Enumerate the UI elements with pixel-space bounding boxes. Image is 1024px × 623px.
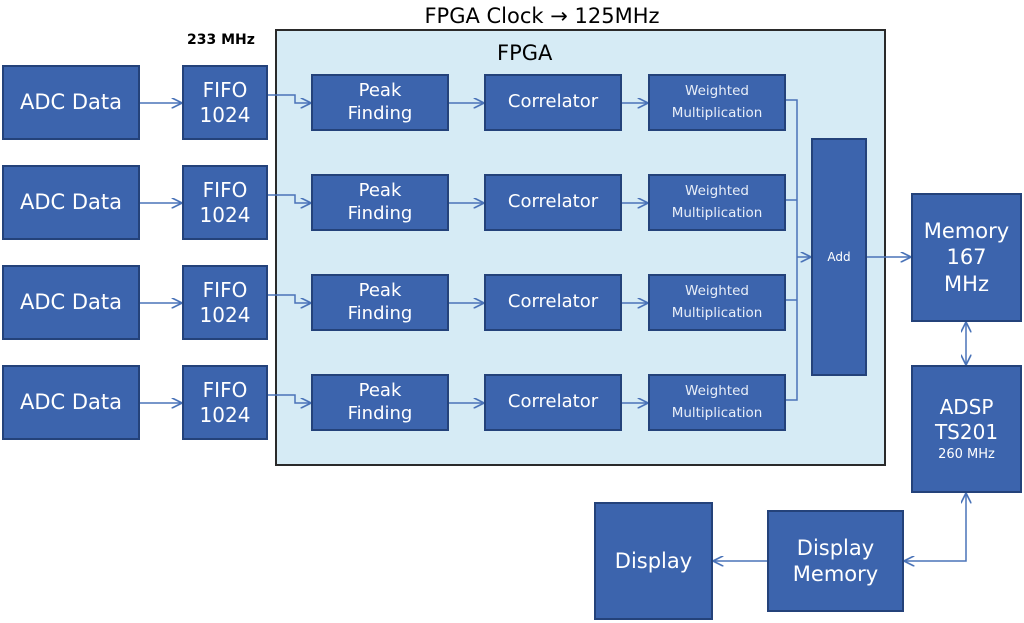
adsp-name: ADSP TS201 xyxy=(934,394,999,444)
fifo-block: FIFO 1024 xyxy=(182,365,268,440)
fifo-to-peak-arrow xyxy=(268,294,310,303)
adsp-clock: 260 MHz xyxy=(938,446,995,462)
fifo-to-peak-arrow xyxy=(268,194,310,203)
weighted-to-add-line xyxy=(786,99,798,257)
correlator-block: Correlator xyxy=(484,174,622,231)
fifo-to-peak-arrow xyxy=(268,94,310,103)
weighted-to-add-line xyxy=(786,257,798,401)
correlator-block: Correlator xyxy=(484,374,622,431)
fpga-label: FPGA xyxy=(497,41,553,65)
weighted-multiplication-block: Weighted Multiplication xyxy=(648,74,786,131)
display-memory-block: Display Memory xyxy=(767,510,904,612)
fpga-clock-title: FPGA Clock → 125MHz xyxy=(424,4,660,28)
peak-finding-block: Peak Finding xyxy=(311,174,449,231)
fifo-block: FIFO 1024 xyxy=(182,265,268,340)
correlator-block: Correlator xyxy=(484,74,622,131)
fifo-block: FIFO 1024 xyxy=(182,165,268,240)
adsp-block: ADSP TS201 260 MHz xyxy=(911,365,1022,493)
display-block: Display xyxy=(594,502,713,620)
fifo-to-peak-arrow xyxy=(268,394,310,403)
adc-data-block: ADC Data xyxy=(2,365,140,440)
peak-finding-block: Peak Finding xyxy=(311,274,449,331)
fifo-clock-label: 233 MHz xyxy=(187,32,255,48)
weighted-multiplication-block: Weighted Multiplication xyxy=(648,274,786,331)
adc-data-block: ADC Data xyxy=(2,65,140,140)
add-block: Add xyxy=(811,138,867,376)
memory-block: Memory 167 MHz xyxy=(911,193,1022,322)
correlator-block: Correlator xyxy=(484,274,622,331)
peak-finding-block: Peak Finding xyxy=(311,374,449,431)
weighted-multiplication-block: Weighted Multiplication xyxy=(648,174,786,231)
adc-data-block: ADC Data xyxy=(2,265,140,340)
peak-finding-block: Peak Finding xyxy=(311,74,449,131)
adc-data-block: ADC Data xyxy=(2,165,140,240)
weighted-multiplication-block: Weighted Multiplication xyxy=(648,374,786,431)
fifo-block: FIFO 1024 xyxy=(182,65,268,140)
adsp-display-memory-bidirectional-arrow xyxy=(905,494,966,561)
